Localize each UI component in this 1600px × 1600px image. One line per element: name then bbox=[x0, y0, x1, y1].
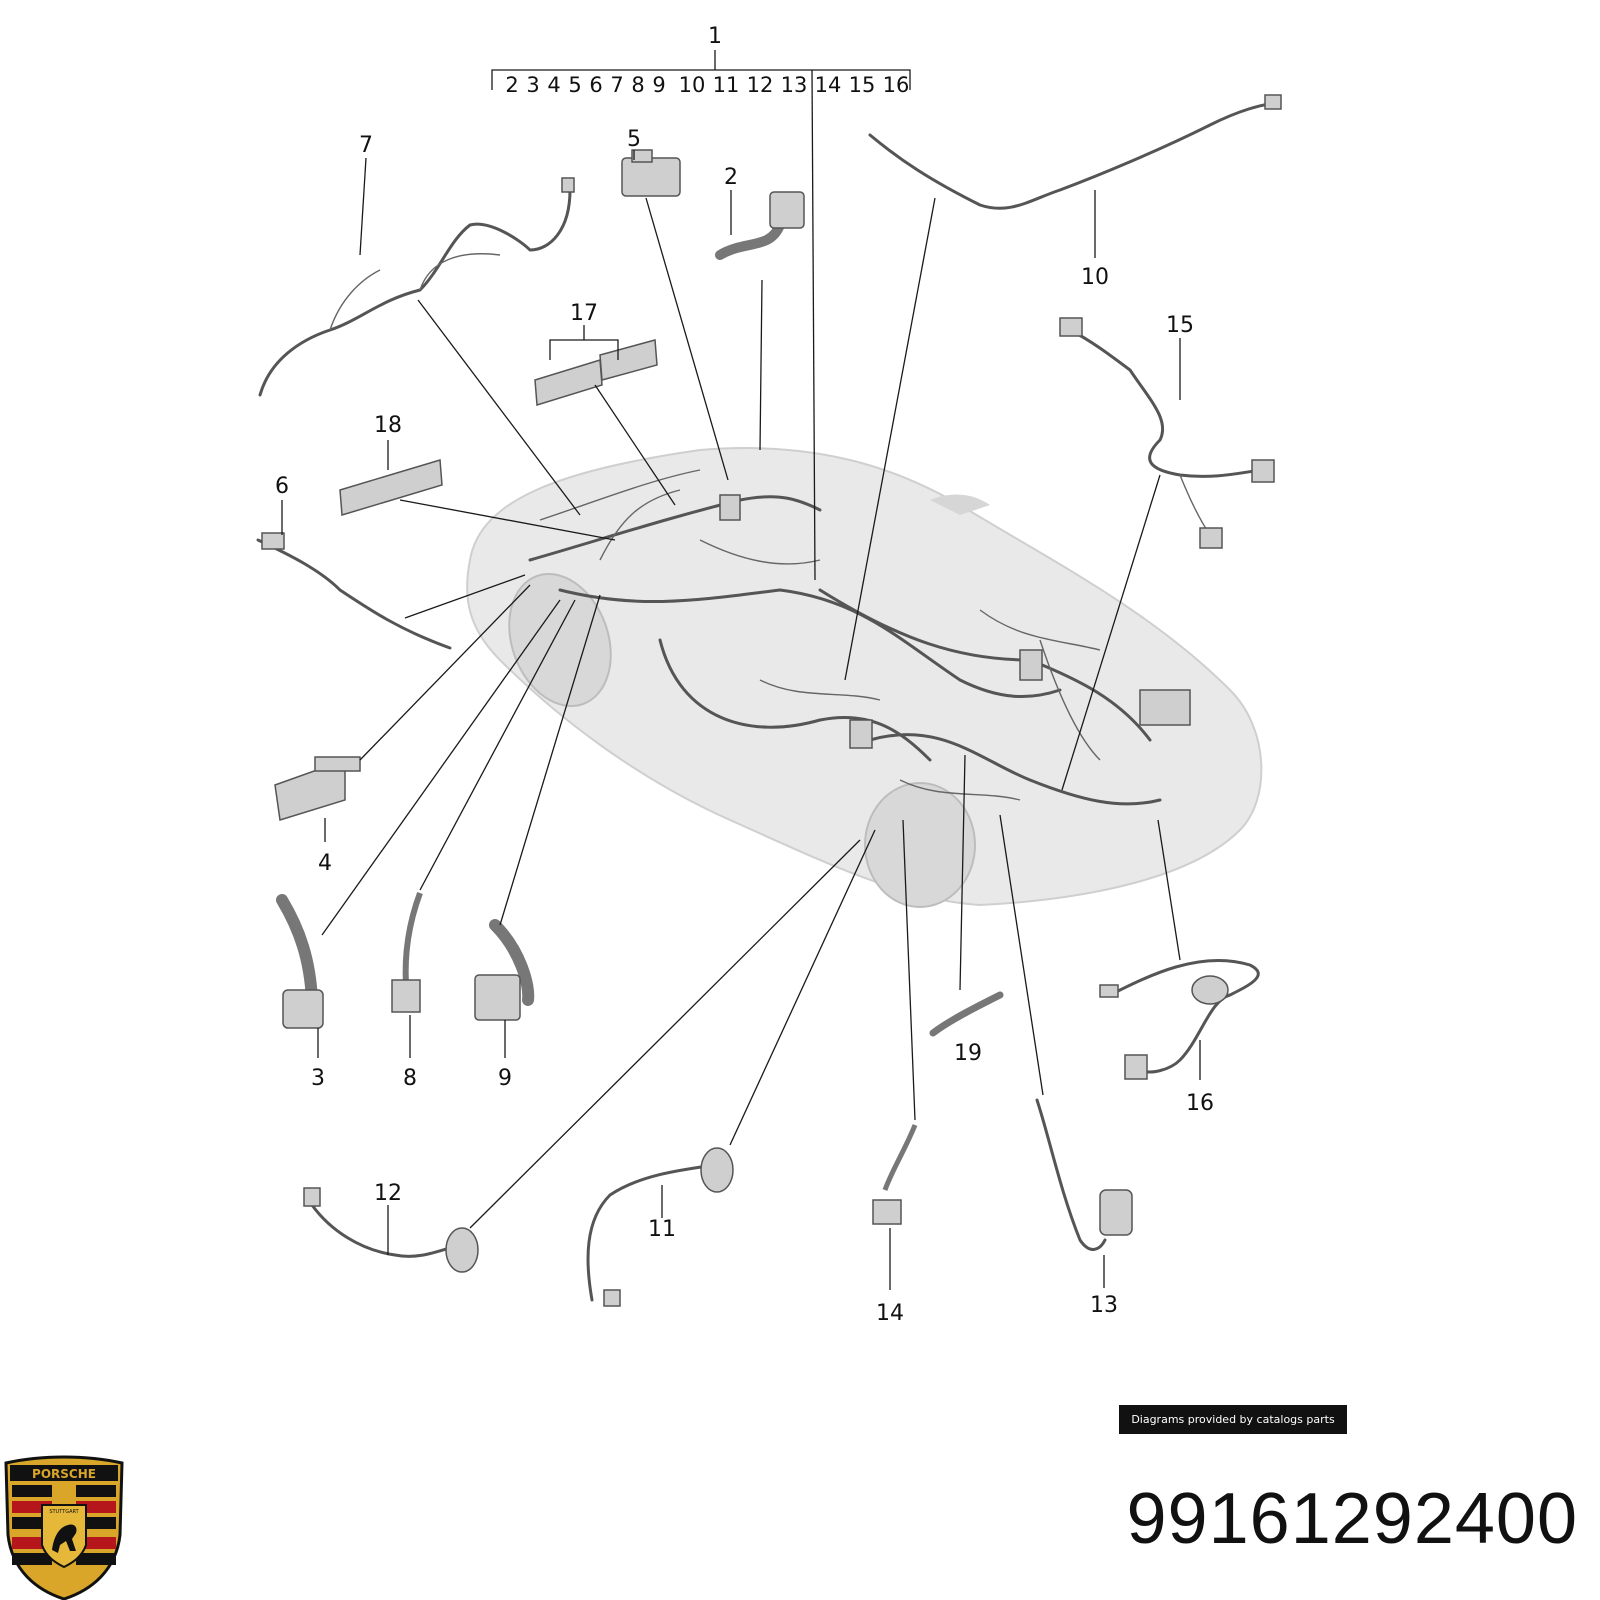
part-9-connector bbox=[474, 919, 535, 1021]
part-2-connector bbox=[715, 191, 805, 260]
part-number: 99161292400 bbox=[1126, 1479, 1578, 1559]
callout-6: 6 bbox=[275, 474, 289, 499]
part-8-connector bbox=[391, 891, 423, 1013]
callout-5: 5 bbox=[627, 127, 641, 152]
part-14-connector bbox=[872, 1124, 918, 1225]
part-13-harness bbox=[1035, 1098, 1133, 1251]
callout-3: 3 bbox=[311, 1066, 325, 1091]
bracket-group: 1 2 3 4 5 6 7 8 9 10 11 12 13 14 15 16 bbox=[491, 24, 911, 581]
part-17-brackets bbox=[534, 339, 658, 406]
bracket-item-6: 6 bbox=[589, 73, 602, 97]
callout-18: 18 bbox=[374, 413, 402, 438]
callout-9: 9 bbox=[498, 1066, 512, 1091]
bracket-item-8: 8 bbox=[631, 73, 644, 97]
callout-13: 13 bbox=[1090, 1293, 1118, 1318]
bracket-item-2: 2 bbox=[505, 73, 518, 97]
part-19-strap bbox=[929, 991, 1004, 1037]
bracket-item-4: 4 bbox=[547, 73, 560, 97]
part-5-sensor bbox=[621, 149, 681, 197]
bracket-item-13: 13 bbox=[781, 73, 808, 97]
callout-19: 19 bbox=[954, 1041, 982, 1066]
logo-brand-text: PORSCHE bbox=[32, 1467, 96, 1481]
bracket-item-3: 3 bbox=[526, 73, 539, 97]
porsche-crest-logo: PORSCHE STUTTGART bbox=[4, 1455, 124, 1600]
part-11-harness bbox=[586, 1147, 734, 1307]
part-18-bracket bbox=[339, 459, 443, 516]
car-body bbox=[466, 447, 1263, 908]
part-10-harness bbox=[868, 94, 1282, 210]
main-harness bbox=[528, 469, 1191, 806]
callout-4: 4 bbox=[318, 851, 332, 876]
callout-16: 16 bbox=[1186, 1091, 1214, 1116]
logo-city-text: STUTTGART bbox=[49, 1509, 79, 1515]
bracket-item-14: 14 bbox=[815, 73, 842, 97]
diagram-credit-label: Diagrams provided by catalogs parts bbox=[1119, 1405, 1347, 1434]
part-12-harness bbox=[303, 1187, 479, 1273]
part-4-sensor bbox=[274, 756, 361, 821]
part-7-harness bbox=[258, 177, 575, 397]
callout-17: 17 bbox=[570, 301, 598, 326]
callout-11: 11 bbox=[648, 1217, 676, 1242]
bracket-item-11: 11 bbox=[713, 73, 740, 97]
callout-10: 10 bbox=[1081, 265, 1109, 290]
bracket-item-10: 10 bbox=[679, 73, 706, 97]
part-15-harness bbox=[1059, 317, 1275, 549]
callout-14: 14 bbox=[876, 1301, 904, 1326]
bracket-items: 2 3 4 5 6 7 8 9 10 11 12 13 14 15 16 bbox=[505, 73, 909, 97]
part-6-harness bbox=[256, 532, 452, 650]
bracket-item-12: 12 bbox=[747, 73, 774, 97]
callout-1: 1 bbox=[708, 24, 722, 49]
callout-15: 15 bbox=[1166, 313, 1194, 338]
bracket-item-5: 5 bbox=[568, 73, 581, 97]
part-16-harness bbox=[1099, 958, 1260, 1080]
bracket-item-16: 16 bbox=[883, 73, 910, 97]
callout-7: 7 bbox=[359, 133, 373, 158]
part-3-connector bbox=[276, 894, 324, 1029]
callout-12: 12 bbox=[374, 1181, 402, 1206]
callout-8: 8 bbox=[403, 1066, 417, 1091]
callouts: 7 5 2 10 15 17 18 6 4 3 8 9 19 16 12 11 … bbox=[275, 127, 1214, 1326]
callout-2: 2 bbox=[724, 165, 738, 190]
horse-icon bbox=[52, 1524, 77, 1553]
bracket-item-9: 9 bbox=[652, 73, 665, 97]
bracket-item-7: 7 bbox=[610, 73, 623, 97]
leader-lines bbox=[281, 150, 1201, 1290]
bracket-item-15: 15 bbox=[849, 73, 876, 97]
